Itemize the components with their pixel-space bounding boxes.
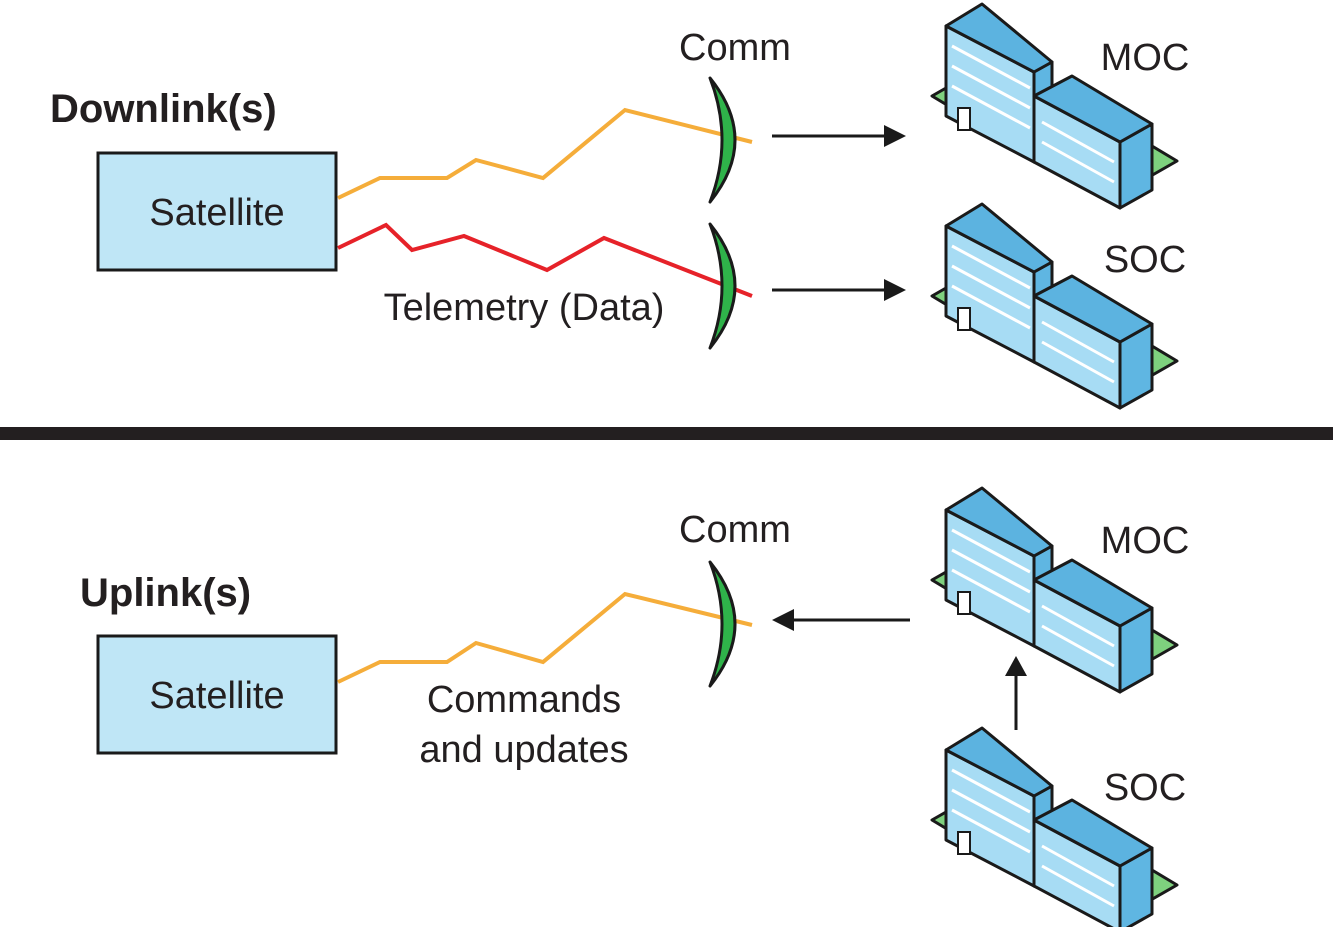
commands-label-line2: and updates <box>419 729 628 771</box>
uplink-soc-building-icon <box>930 726 1179 927</box>
downlink-moc-label: MOC <box>1101 37 1190 79</box>
uplink-moc-building-icon <box>930 486 1179 694</box>
downlink-comm-dish-icon-bottom <box>708 222 737 350</box>
downlink-comm-label: Comm <box>679 27 791 69</box>
uplink-moc-label: MOC <box>1101 520 1190 562</box>
downlink-moc-building-icon <box>930 2 1179 210</box>
uplink-title: Uplink(s) <box>80 571 251 615</box>
uplink-arrow-icon-to-comm <box>772 609 910 631</box>
downlink-arrow-icon-moc <box>772 125 906 147</box>
downlink-orange-signal <box>337 107 753 200</box>
downlink-comm-dish-icon-top <box>708 76 737 204</box>
downlink-soc-label: SOC <box>1104 239 1186 281</box>
uplink-soc-label: SOC <box>1104 767 1186 809</box>
downlink-satellite-box: Satellite <box>96 151 338 272</box>
downlink-satellite-label: Satellite <box>149 192 284 234</box>
uplink-orange-signal <box>337 591 753 684</box>
uplink-satellite-label: Satellite <box>149 675 284 717</box>
uplink-satellite-box: Satellite <box>96 634 338 755</box>
commands-label-line1: Commands <box>427 679 621 721</box>
uplink-arrow-icon-soc-to-moc <box>1005 656 1027 730</box>
uplink-comm-dish-icon <box>708 560 737 688</box>
uplink-comm-label: Comm <box>679 509 791 551</box>
downlink-title: Downlink(s) <box>50 87 277 131</box>
telemetry-label: Telemetry (Data) <box>384 287 665 329</box>
downlink-arrow-icon-soc <box>772 279 906 301</box>
downlink-red-signal <box>337 222 753 298</box>
section-divider <box>0 427 1333 440</box>
downlink-soc-building-icon <box>930 202 1179 410</box>
